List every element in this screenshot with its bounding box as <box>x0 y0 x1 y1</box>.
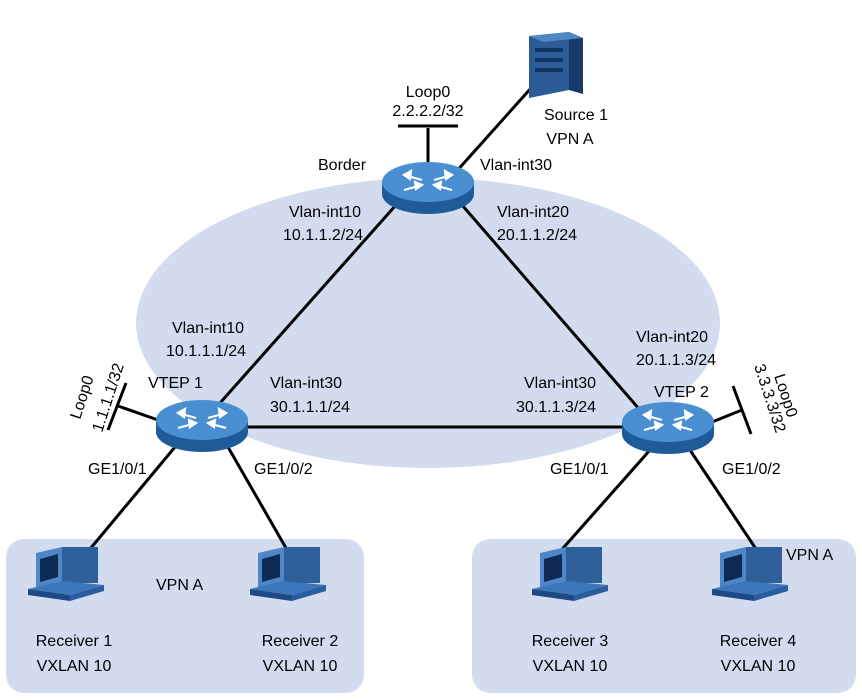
receiver4-pc-icon <box>712 547 788 601</box>
vtep2-router-icon <box>620 400 716 456</box>
vtep1-loopback-name: Loop0 <box>68 374 98 422</box>
link-border-vtep2 <box>460 204 642 411</box>
link-border-vtep1 <box>210 204 398 413</box>
receiver2-pc-icon <box>250 547 326 601</box>
receiver2-vxlan: VXLAN 10 <box>263 658 338 675</box>
vtep1-ge2-label: GE1/0/2 <box>254 461 313 478</box>
left-vpn-label: VPN A <box>156 577 203 594</box>
receiver2-name: Receiver 2 <box>262 633 339 650</box>
vtep2-ge1-label: GE1/0/1 <box>550 461 609 478</box>
receiver4-vxlan: VXLAN 10 <box>721 658 796 675</box>
border-vlan20-name: Vlan-int20 <box>497 204 569 221</box>
vtep2-loopback-stem <box>711 408 743 424</box>
link-vtep1-receiver1 <box>83 446 177 556</box>
border-loopback-name: Loop0 <box>406 84 451 101</box>
link-border-source <box>453 85 534 175</box>
vtep2-name: VTEP 2 <box>654 384 709 401</box>
border-vlan20-ip: 20.1.1.2/24 <box>497 227 577 244</box>
receiver3-vxlan: VXLAN 10 <box>533 658 608 675</box>
receiver1-name: Receiver 1 <box>36 633 113 650</box>
link-vtep2-receiver4 <box>688 449 762 556</box>
vtep1-router-icon <box>154 398 250 454</box>
border-name: Border <box>318 157 367 174</box>
receiver1-pc-icon <box>28 547 104 601</box>
vtep2-vlan30-name: Vlan-int30 <box>524 375 596 392</box>
vtep1-vlan30-name: Vlan-int30 <box>270 375 342 392</box>
vtep1-name: VTEP 1 <box>148 375 203 392</box>
vtep2-vlan20-name: Vlan-int20 <box>636 329 708 346</box>
vtep2-ge2-label: GE1/0/2 <box>722 461 781 478</box>
link-vtep2-receiver3 <box>555 449 652 556</box>
border-loopback-ip: 2.2.2.2/32 <box>392 103 463 120</box>
server-icon <box>529 32 583 98</box>
vtep2-loopback-bar <box>731 385 753 435</box>
vtep1-loopback-ip: 1.1.1.1/32 <box>90 361 128 434</box>
receiver3-name: Receiver 3 <box>532 633 609 650</box>
source-vpn: VPN A <box>546 131 593 148</box>
receiver3-pc-icon <box>532 547 608 601</box>
vtep1-ge1-label: GE1/0/1 <box>88 461 147 478</box>
border-router-icon <box>380 160 476 216</box>
border-vlan30-name: Vlan-int30 <box>480 157 552 174</box>
vtep1-vlan10-name: Vlan-int10 <box>172 320 244 337</box>
receiver1-vxlan: VXLAN 10 <box>37 658 112 675</box>
vtep1-vlan30-ip: 30.1.1.1/24 <box>270 399 350 416</box>
border-vlan10-ip: 10.1.1.2/24 <box>283 227 363 244</box>
underlay-cloud <box>136 178 720 468</box>
link-vtep1-receiver2 <box>226 446 292 556</box>
vtep2-vlan20-ip: 20.1.1.3/24 <box>636 352 716 369</box>
vtep1-vlan10-ip: 10.1.1.1/24 <box>166 343 246 360</box>
border-vlan10-name: Vlan-int10 <box>289 204 361 221</box>
vtep1-loopback-bar <box>106 382 128 431</box>
vtep2-vlan30-ip: 30.1.1.3/24 <box>516 399 596 416</box>
right-vpn-label: VPN A <box>786 547 833 564</box>
source-name: Source 1 <box>544 107 608 124</box>
vtep1-loopback-stem <box>117 404 159 422</box>
receiver4-name: Receiver 4 <box>720 633 797 650</box>
